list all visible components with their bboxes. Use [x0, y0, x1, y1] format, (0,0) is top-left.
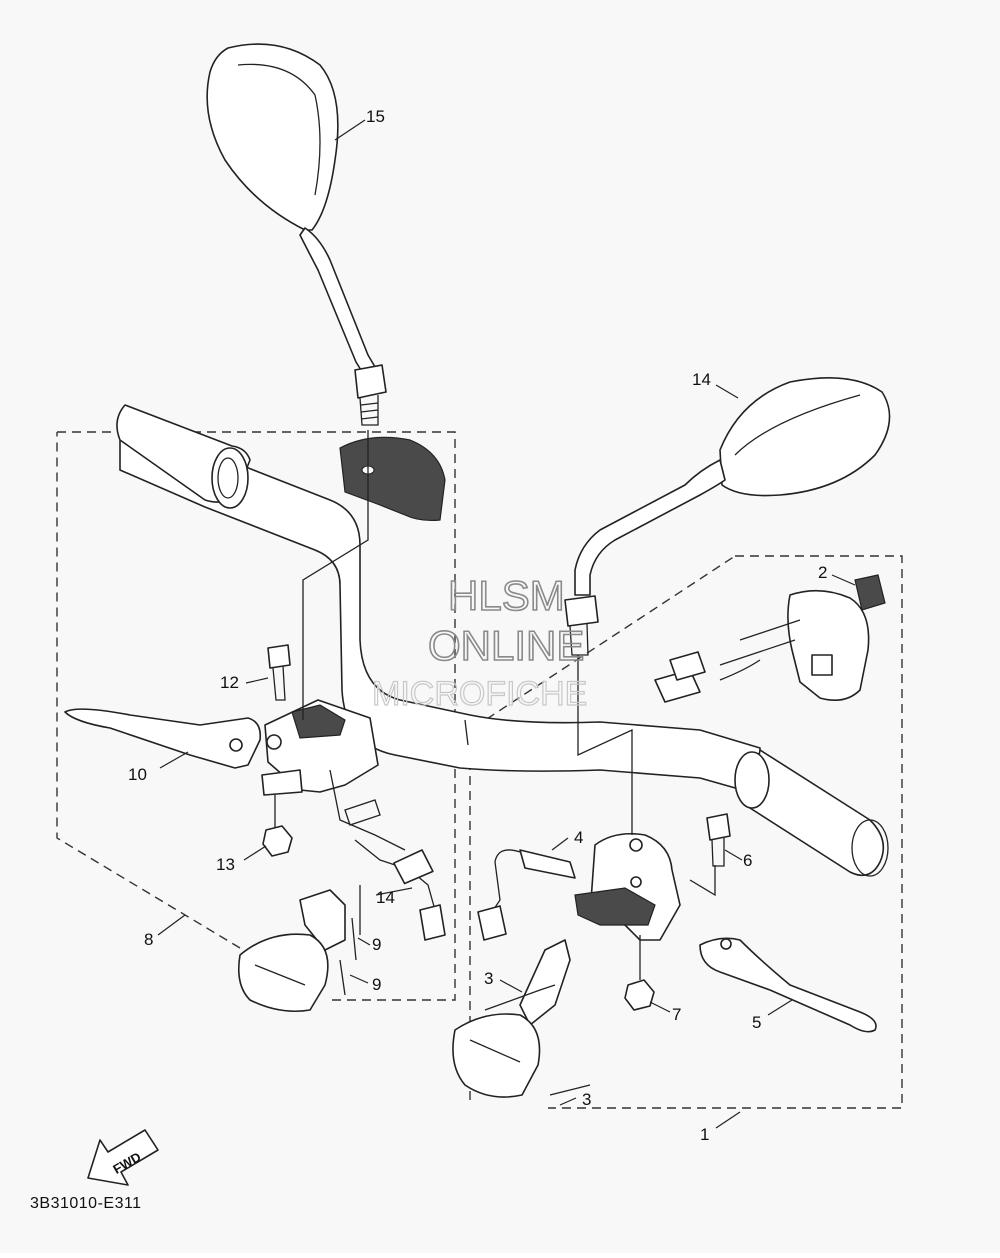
callout-labels: 15 14 2 12 10 13 14 9 9 8 4 6 3 7 5 3 1 [128, 107, 827, 1144]
callout-2: 2 [818, 563, 827, 582]
callout-4: 4 [574, 828, 583, 847]
bolt-6 [706, 813, 731, 867]
callout-leaders [157, 119, 856, 1129]
mirror-right [564, 377, 891, 656]
watermark: HLSM ONLINE MICROFICHE [371, 571, 588, 713]
callout-13: 14 [376, 888, 395, 907]
callout-3a: 3 [484, 969, 493, 988]
left-lever [64, 708, 262, 769]
callout-9b: 9 [372, 975, 381, 994]
callout-9a: 9 [372, 935, 381, 954]
right-lever [699, 937, 877, 1033]
bolt-11 [267, 644, 291, 701]
assembly-lines [274, 430, 716, 980]
figure-code: 3B31010-E311 [30, 1195, 142, 1212]
left-grip [116, 404, 251, 509]
right-grip [734, 749, 889, 877]
left-mirror-mount [339, 436, 446, 522]
callout-5: 5 [752, 1013, 761, 1032]
callout-6: 6 [743, 851, 752, 870]
right-handlebar-switch [654, 574, 886, 703]
right-turn-signal [452, 939, 591, 1098]
right-brake-master [574, 832, 681, 941]
callout-11: 12 [220, 673, 239, 692]
forward-arrow: FWD [87, 1129, 159, 1186]
assembly-1-boundary [469, 555, 903, 1109]
left-lever-bracket [261, 699, 446, 941]
callout-7: 7 [672, 1005, 681, 1024]
watermark-line-2: ONLINE [428, 622, 584, 669]
callout-8: 8 [144, 930, 153, 949]
nut-12 [262, 825, 293, 857]
watermark-line-3: MICROFICHE [372, 675, 587, 713]
mirror-left [206, 43, 387, 426]
callout-14: 14 [692, 370, 711, 389]
callout-15: 15 [366, 107, 385, 126]
callout-1: 1 [700, 1125, 709, 1144]
nut-7 [624, 979, 655, 1011]
brake-switch [477, 849, 576, 941]
callout-3b: 3 [582, 1090, 591, 1109]
left-turn-signal [237, 889, 357, 1013]
watermark-line-1: HLSM [448, 572, 565, 619]
callout-12: 13 [216, 855, 235, 874]
callout-10: 10 [128, 765, 147, 784]
